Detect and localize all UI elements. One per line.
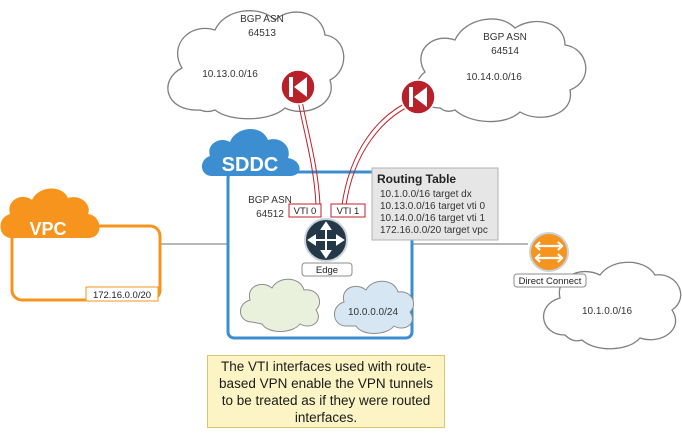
vti1-label: VTI 1	[337, 206, 360, 217]
sddc-bgp-asn: 64512	[256, 209, 284, 220]
vpc-cidr-box	[85, 286, 159, 302]
vti0-label-box: VTI 0	[288, 203, 322, 218]
bgp-left-cidr: 10.13.0.0/16	[202, 69, 258, 80]
direct-connect-label-box	[513, 273, 587, 288]
bgp-right-cidr: 10.14.0.0/16	[466, 72, 522, 83]
routing-table-row: 10.13.0.0/16 target vti 0	[380, 201, 486, 212]
edge-router-icon	[304, 218, 348, 262]
vpn-gateway-icon-left	[280, 69, 316, 105]
routing-table-title: Routing Table	[377, 172, 456, 186]
routing-table-row: 10.1.0.0/16 target dx	[380, 189, 472, 200]
segment-cloud-blue: 10.0.0.0/24	[334, 280, 414, 334]
sddc-bgp-title: BGP ASN	[248, 195, 292, 206]
edge-label-box	[301, 262, 353, 277]
bgp-cloud-64514: BGP ASN 64514 10.14.0.0/16	[415, 18, 587, 123]
direct-connect-icon	[529, 232, 569, 272]
vti1-label-box: VTI 1	[330, 203, 366, 218]
direct-connect-label: Direct Connect	[519, 276, 582, 287]
routing-table: Routing Table 10.1.0.0/16 target dx 10.1…	[371, 167, 499, 241]
sddc-cloud-badge: SDDC	[201, 128, 300, 176]
vti0-label: VTI 0	[294, 206, 317, 217]
bgp-cloud-64513: BGP ASN 64513 10.13.0.0/16	[167, 10, 345, 120]
segment-cloud-green	[240, 278, 320, 332]
bgp-right-asn: 64514	[491, 46, 519, 57]
routing-table-row: 10.14.0.0/16 target vti 1	[380, 213, 486, 224]
bgp-left-title: BGP ASN	[240, 14, 284, 25]
vpn-tunnel-vti1	[341, 99, 415, 206]
vpc-cidr: 172.16.0.0/20	[93, 290, 151, 301]
direct-connect-cidr: 10.1.0.0/16	[582, 306, 632, 317]
routing-table-row: 172.16.0.0/20 target vpc	[380, 225, 488, 236]
edge-label: Edge	[316, 265, 338, 276]
segment-cidr: 10.0.0.0/24	[348, 307, 398, 318]
bgp-left-asn: 64513	[248, 28, 276, 39]
callout-note: The VTI interfaces used with route-based…	[207, 355, 445, 428]
vpn-gateway-icon-right	[400, 79, 436, 115]
bgp-right-title: BGP ASN	[483, 32, 527, 43]
sddc-label: SDDC	[222, 154, 279, 176]
vpc-label: VPC	[29, 219, 66, 239]
vpc-cloud-badge: VPC	[0, 188, 100, 239]
